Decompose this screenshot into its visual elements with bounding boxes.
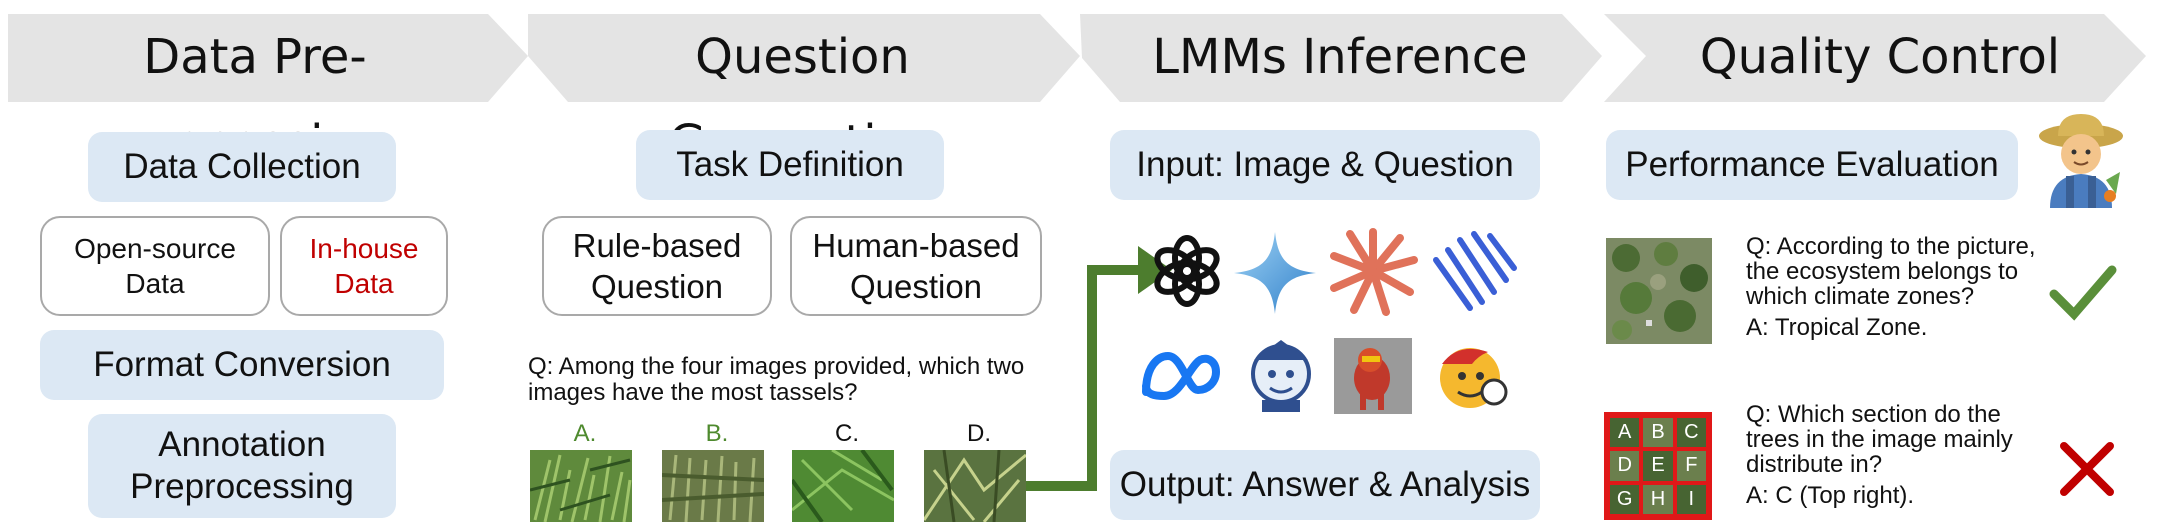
grid-cell-c: C: [1674, 416, 1708, 450]
field-image-c: [792, 450, 894, 522]
preprocessing-label: Preprocessing: [130, 467, 354, 506]
output-box: Output: Answer & Analysis: [1110, 450, 1540, 520]
format-conversion-box: Format Conversion: [40, 330, 444, 400]
answer-1: A: Tropical Zone.: [1746, 314, 1928, 341]
human-based-question-box: Human-based Question: [790, 216, 1042, 316]
in-house-data-label: Data: [334, 268, 394, 299]
stage-arrow-3: [1080, 14, 1602, 102]
format-conversion-label: Format Conversion: [93, 345, 391, 384]
field-image-d: [924, 450, 1026, 522]
stage-title-lmms-inference: LMMs Inference: [1152, 29, 1528, 85]
example-question: Q: Among the four images provided, which…: [528, 354, 1048, 406]
question-1-line-1: Q: According to the picture,: [1746, 233, 2036, 260]
grid-cell-g: G: [1608, 482, 1642, 516]
forest-aerial-image: [1606, 238, 1712, 344]
cross-icon: [2060, 442, 2114, 496]
human-based-label: Human-based: [812, 227, 1020, 264]
open-source-label: Open-source: [74, 233, 236, 264]
data-collection-box: Data Collection: [88, 132, 396, 202]
gemini-logo: [1234, 232, 1316, 314]
stage-arrow-2: [528, 14, 1080, 102]
open-source-data-box: Open-source Data: [40, 216, 270, 316]
answer-2: A: C (Top right).: [1746, 482, 1915, 509]
qa-example-1: Q: According to the picture, the ecosyst…: [1746, 234, 2048, 340]
stage-title-question-generation: Question Generation: [669, 29, 937, 171]
example-question-line-1: Q: Among the four images provided, which…: [528, 353, 1025, 380]
grid-cell-f: F: [1674, 449, 1708, 483]
check-icon: [2049, 265, 2117, 321]
grid-cell-a: A: [1608, 416, 1642, 450]
internlm-logo: [1251, 340, 1311, 412]
grid-cell-i: I: [1674, 482, 1708, 516]
deepseek-logo: [1433, 231, 1517, 311]
grid-cell-h: H: [1641, 482, 1675, 516]
rule-based-label: Rule-based: [572, 227, 742, 264]
field-image-a: [530, 450, 632, 522]
open-source-data-label: Data: [125, 268, 185, 299]
task-definition-label: Task Definition: [676, 145, 904, 184]
question-2-line-3: distribute in?: [1746, 451, 1883, 478]
stage-arrow-4: [1604, 14, 2146, 102]
option-a-label: A.: [573, 420, 597, 447]
farmer-icon: [2039, 114, 2123, 208]
yi-logo: [1440, 348, 1508, 408]
rule-based-question-box: Rule-based Question: [542, 216, 772, 316]
example-question-line-2: images have the most tassels?: [528, 379, 858, 406]
flow-arrow: [1026, 246, 1172, 491]
question-2-line-2: trees in the image mainly: [1746, 426, 2013, 453]
qa-example-2: Q: Which section do the trees in the ima…: [1746, 402, 2032, 508]
stage-arrow-1: [8, 14, 528, 102]
meta-logo: [1142, 351, 1221, 401]
openai-logo: [1154, 235, 1220, 307]
performance-evaluation-label: Performance Evaluation: [1625, 145, 1999, 184]
option-d-label: D.: [967, 420, 991, 447]
option-b-label: B.: [705, 420, 729, 447]
stage-title-preprocessing: Data Pre-processing: [126, 29, 385, 171]
grid-image: A B C D E F G H I: [1604, 412, 1712, 520]
rule-based-question-label: Question: [590, 268, 724, 305]
stage-chevrons: [8, 14, 2146, 102]
annotation-label: Annotation: [158, 425, 326, 464]
question-2-line-1: Q: Which section do the: [1746, 401, 2001, 428]
data-collection-label: Data Collection: [123, 147, 361, 186]
annotation-preprocessing-box: Annotation Preprocessing: [88, 414, 396, 518]
in-house-label: In-house: [309, 233, 419, 264]
question-1-line-3: which climate zones?: [1746, 283, 1975, 310]
task-definition-box: Task Definition: [636, 130, 944, 200]
qwen-logo: [1334, 338, 1412, 414]
question-1-line-2: the ecosystem belongs to: [1746, 258, 2019, 285]
performance-evaluation-box: Performance Evaluation: [1606, 130, 2018, 200]
input-label: Input: Image & Question: [1136, 145, 1514, 184]
input-box: Input: Image & Question: [1110, 130, 1540, 200]
option-c-label: C.: [835, 420, 859, 447]
grid-cell-d: D: [1608, 449, 1642, 483]
grid-cell-e: E: [1641, 449, 1675, 483]
output-label: Output: Answer & Analysis: [1119, 465, 1531, 504]
claude-logo: [1330, 228, 1418, 316]
human-based-question-label: Question: [849, 268, 983, 305]
stage-title-quality-control: Quality Control: [1699, 29, 2061, 85]
in-house-data-box: In-house Data: [280, 216, 448, 316]
grid-cell-b: B: [1641, 416, 1675, 450]
field-image-b: [662, 450, 764, 522]
